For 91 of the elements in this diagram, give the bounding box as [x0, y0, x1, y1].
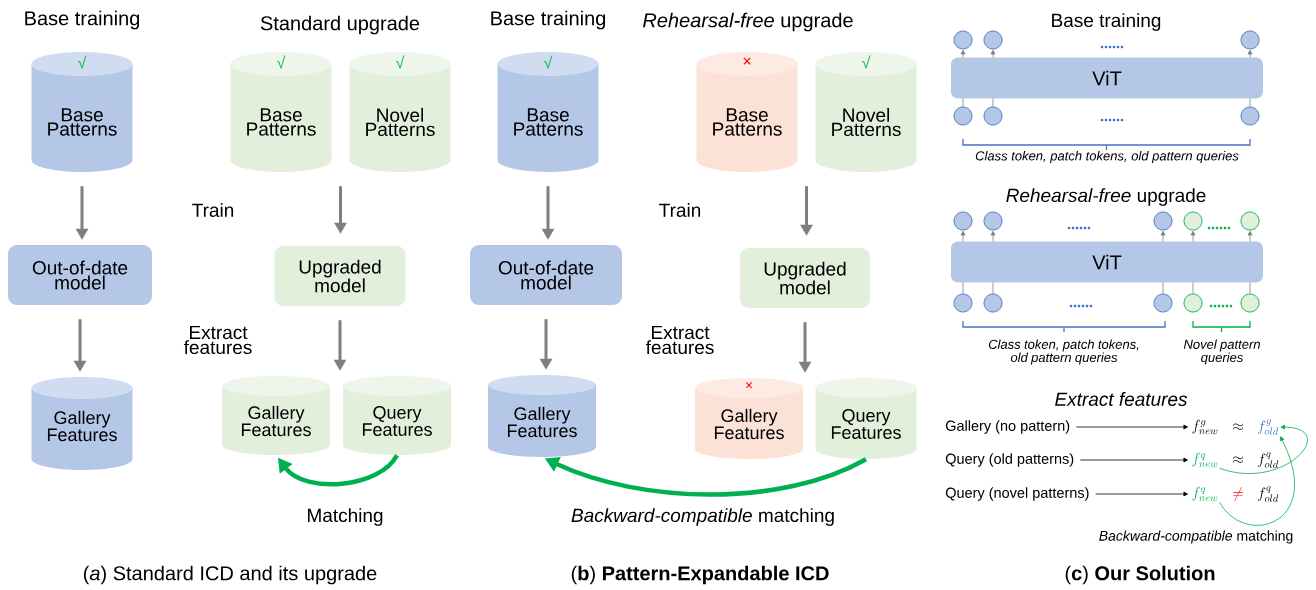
- relation-symbol: $\neq$: [1233, 487, 1243, 501]
- token-circle: [953, 30, 973, 50]
- token-circle: [1240, 293, 1260, 313]
- input-label: Gallery (no pattern): [945, 420, 1070, 434]
- step-label: Train: [659, 203, 701, 217]
- token-circle: [1240, 30, 1260, 50]
- formula: $f_{old}^{q}$: [1257, 452, 1279, 468]
- step-label: Extract features: [183, 325, 252, 355]
- connector-line: [992, 98, 994, 107]
- database-cylinder: × Base Patterns: [696, 52, 798, 172]
- relation-symbol: $\approx$: [1233, 456, 1243, 463]
- database-cylinder: Query Features: [815, 378, 917, 459]
- connector-line: [962, 98, 964, 107]
- node-label: Gallery Features: [714, 408, 784, 440]
- database-cylinder: √ Novel Patterns: [815, 52, 917, 172]
- token-circle: [1183, 293, 1203, 313]
- input-label: Query (novel patterns): [945, 487, 1089, 501]
- bracket-label: Class token, patch tokens, old pattern queries: [975, 150, 1239, 164]
- token-circle: [1240, 106, 1260, 126]
- connector-line: [1162, 282, 1164, 294]
- arrow: [1219, 424, 1308, 474]
- token-circle: [953, 211, 973, 231]
- arrow: [1160, 230, 1166, 242]
- heading: Base training: [491, 10, 606, 30]
- token-circle: [1183, 211, 1203, 231]
- database-cylinder: √ Base Patterns: [230, 52, 332, 172]
- token-circle: [953, 106, 973, 126]
- heading: Rehearsal-free upgrade: [643, 12, 853, 32]
- step-label: Backward-compatible matching: [1099, 530, 1293, 544]
- heading: Base training: [1052, 13, 1161, 31]
- arrow: [960, 230, 966, 242]
- input-label: Query (old patterns): [945, 453, 1074, 467]
- connector-line: [962, 282, 964, 294]
- arrow: [1247, 230, 1253, 242]
- formula: $f_{new}^{g}$: [1192, 419, 1218, 435]
- token-circle: [983, 293, 1003, 313]
- heading: Rehearsal-free upgrade: [1006, 188, 1206, 206]
- caption: (a) Standard ICD and its upgrade: [83, 565, 377, 585]
- node-label: Base Patterns: [713, 108, 782, 136]
- heading: Standard upgrade: [260, 15, 420, 35]
- node-label: ×: [745, 382, 753, 389]
- model-box: Upgraded model: [740, 248, 870, 308]
- token-circle: [1153, 211, 1173, 231]
- formula: $f_{new}^{q}$: [1192, 452, 1218, 468]
- arrow: [1095, 491, 1188, 497]
- step-label: Backward-compatible matching: [571, 508, 834, 526]
- vit-block: ViT: [951, 241, 1263, 283]
- token-circle: [953, 293, 973, 313]
- token-circle: [1240, 211, 1260, 231]
- token-circle: [983, 106, 1003, 126]
- connector-line: [1249, 98, 1251, 107]
- vit-block: ViT: [951, 57, 1263, 99]
- heading: Base training: [25, 10, 140, 30]
- database-cylinder: Gallery Features: [222, 376, 330, 455]
- model-box: Out-of-date model: [470, 245, 622, 305]
- arrow: [990, 230, 996, 242]
- caption: (c) Our Solution: [1065, 565, 1215, 585]
- arrow: [1247, 49, 1253, 58]
- formula: $f_{new}^{q}$: [1192, 486, 1218, 502]
- database-cylinder: Gallery Features: [488, 375, 596, 457]
- model-box: Out-of-date model: [8, 245, 152, 305]
- connector-line: [1249, 282, 1251, 294]
- arrow: [1190, 230, 1196, 242]
- step-label: Extract features: [645, 325, 714, 355]
- database-cylinder: × Gallery Features: [695, 378, 803, 459]
- arrow: [960, 49, 966, 58]
- model-box: Upgraded model: [274, 246, 406, 306]
- database-cylinder: √ Novel Patterns: [349, 52, 451, 172]
- caption: (b) Pattern-Expandable ICD: [571, 565, 829, 585]
- connector-line: [992, 282, 994, 294]
- formula: $f_{old}^{g}$: [1257, 419, 1279, 435]
- arrow: [1219, 436, 1295, 526]
- bracket-label: Class token, patch tokens, old pattern queries: [988, 339, 1139, 365]
- arrow: [990, 49, 996, 58]
- database-cylinder: √ Base Patterns: [497, 52, 599, 172]
- relation-symbol: $\approx$: [1233, 423, 1243, 430]
- step-label: Matching: [308, 508, 383, 526]
- connector-line: [1192, 282, 1194, 294]
- bracket-label: Novel pattern queries: [1183, 339, 1260, 365]
- arrow: [1075, 424, 1188, 430]
- formula: $f_{old}^{q}$: [1257, 486, 1279, 502]
- heading: Extract features: [1055, 392, 1188, 406]
- token-circle: [1153, 293, 1173, 313]
- database-cylinder: √ Base Patterns: [31, 52, 133, 172]
- token-circle: [983, 30, 1003, 50]
- node-label: ×: [743, 57, 751, 65]
- arrow: [1079, 457, 1188, 463]
- database-cylinder: Gallery Features: [31, 377, 133, 470]
- database-cylinder: Query Features: [343, 376, 451, 455]
- token-circle: [983, 211, 1003, 231]
- step-label: Train: [192, 203, 234, 217]
